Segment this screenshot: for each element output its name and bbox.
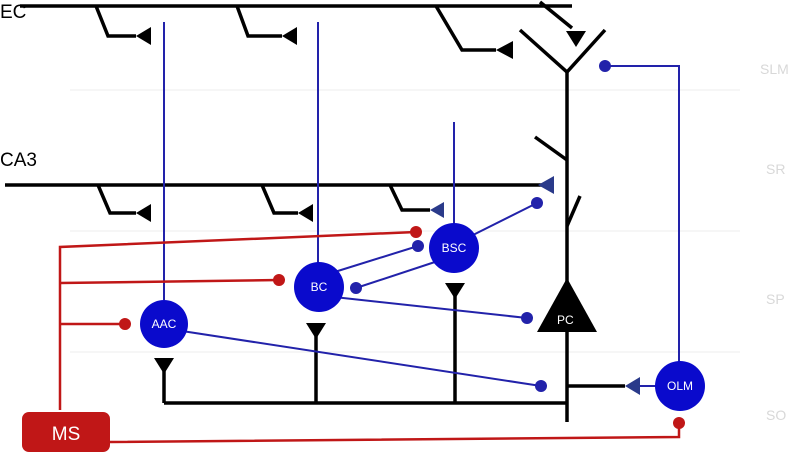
bsc-soma	[429, 223, 479, 273]
aac-cell: AAC	[140, 300, 188, 348]
olm-soma	[655, 361, 705, 411]
bc-axon-terminal	[521, 312, 533, 324]
bc-to-bsc-terminal	[412, 240, 424, 252]
ec-synapse-pc	[566, 31, 586, 47]
bsc-synapse	[445, 283, 465, 299]
olm-synapse-on-pc-basal	[625, 377, 640, 395]
ms-label: MS	[52, 424, 81, 445]
ec-branch-4	[538, 0, 574, 30]
bc-axon-to-pc	[333, 296, 528, 319]
bsc-label: BSC	[442, 241, 467, 255]
ec-label: EC	[0, 2, 26, 23]
pc-label: PC	[557, 313, 574, 327]
olm-axon-to-slm	[605, 65, 680, 363]
olm-axon-terminal	[599, 60, 611, 72]
bsc-axon-to-bc	[355, 258, 445, 289]
ca3-synapse-pc	[538, 176, 554, 194]
interneuron-basal-network	[154, 283, 567, 405]
pc-soma	[537, 278, 597, 332]
ca3-branch-3	[388, 184, 430, 212]
ec-branch-3	[434, 5, 496, 52]
bsc-axon-to-pc	[466, 202, 538, 239]
aac-synapse	[154, 358, 174, 374]
bc-cell: BC	[294, 262, 344, 312]
ca3-branch-2	[260, 184, 298, 215]
ca3-label: CA3	[0, 150, 37, 171]
bc-axon-to-bsc	[324, 245, 419, 276]
pc-oblique-dendrite-2	[565, 195, 582, 227]
pc-oblique-dendrite-1	[533, 135, 569, 162]
ms-terminal-aac	[119, 318, 131, 330]
ec-pathway	[20, 0, 586, 59]
ec-branch-2	[235, 5, 282, 38]
ec-synapse-2	[282, 27, 297, 45]
olm-label: OLM	[667, 379, 693, 393]
pyramidal-cell: PC	[518, 28, 640, 422]
layer-label-so: SO	[766, 407, 786, 423]
bc-label: BC	[311, 280, 328, 294]
ec-branch-1	[94, 5, 136, 38]
olm-cell: OLM	[655, 361, 705, 411]
bsc-cell: BSC	[429, 223, 479, 273]
layer-label-sr: SR	[766, 161, 785, 177]
layer-label-sp: SP	[766, 291, 785, 307]
ms-terminal-bsc	[410, 226, 422, 238]
ms-terminal-bc	[273, 274, 285, 286]
aac-soma	[140, 300, 188, 348]
ca3-synapse-3	[430, 202, 444, 218]
ca3-synapse-2	[298, 204, 313, 222]
ms-box	[22, 412, 110, 452]
ca3-synapse-1	[136, 204, 151, 222]
pc-apical-tuft	[518, 28, 607, 75]
aac-axon-to-pc	[181, 330, 542, 387]
interneuron-projections	[163, 22, 680, 392]
aac-label: AAC	[152, 317, 177, 331]
bsc-to-bc-terminal	[350, 282, 362, 294]
septal-projections	[58, 226, 685, 444]
ca3-branch-1	[96, 184, 136, 215]
ec-synapse-3	[496, 41, 513, 59]
ms-axon-to-olm	[109, 423, 681, 444]
layer-boundaries	[70, 89, 740, 353]
bc-soma	[294, 262, 344, 312]
ms-terminal-olm	[673, 417, 685, 429]
bc-synapse	[306, 323, 326, 339]
bsc-axon-terminal	[531, 197, 543, 209]
ms-axon-to-bc	[59, 278, 280, 285]
ca3-pathway	[5, 176, 554, 222]
aac-axon-terminal	[535, 380, 547, 392]
ms-axon-to-bsc	[58, 230, 417, 410]
ms-node: MS	[22, 412, 110, 452]
layer-label-slm: SLM	[760, 61, 789, 77]
ec-synapse-1	[136, 27, 151, 45]
